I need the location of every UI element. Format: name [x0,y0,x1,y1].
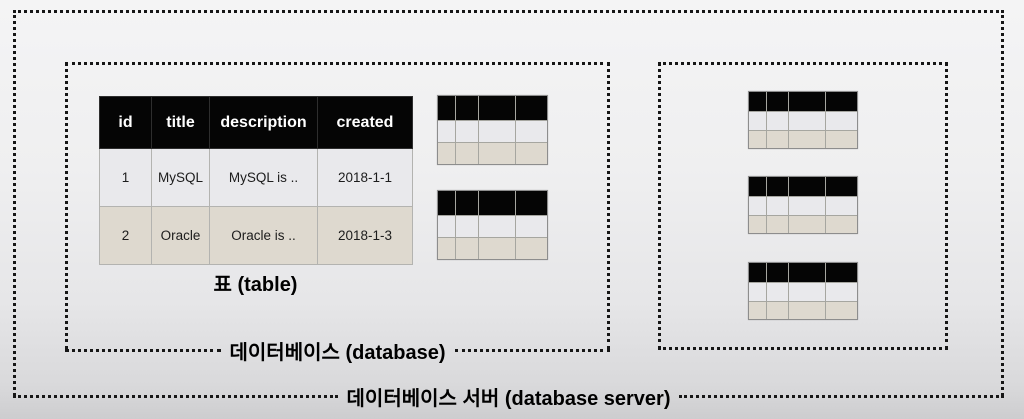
mini-table-cell [826,301,857,319]
mini-table-cell [478,215,515,237]
table-cell: 2 [99,206,152,265]
database-server-label: 데이터베이스 서버 (database server) [346,387,671,410]
mini-table-cell [767,301,789,319]
mini-table-cell [826,263,857,283]
mini-table-cell [515,191,547,215]
mini-table-cell [438,215,456,237]
mini-table-cell [767,177,789,197]
database-label: 데이터베이스 (database) [229,341,446,364]
mini-table-cell [767,112,789,130]
mini-table-cell [826,130,857,148]
mini-table-cell [789,263,826,283]
column-header-id: id [99,96,152,149]
mini-table-cell [515,237,547,259]
mini-table-cell [438,96,456,120]
database-box: 데이터베이스 (database) [65,62,610,364]
mini-table [748,176,858,234]
mini-table-cell [749,283,767,301]
mini-table-cell [438,237,456,259]
table-cell: 1 [99,148,152,207]
mini-table-cell [826,177,857,197]
mini-table-cell [749,263,767,283]
mini-table-cell [826,92,857,112]
mini-table-cell [749,215,767,233]
mini-table-cell [767,283,789,301]
mini-table-cell [826,215,857,233]
mini-table-cell [515,142,547,164]
mini-table-cell [478,191,515,215]
mini-table-cell [767,215,789,233]
mini-table-cell [749,301,767,319]
mini-table-cell [749,92,767,112]
mini-table-cell [789,215,826,233]
mini-table-cell [789,92,826,112]
mini-table [437,190,548,260]
table-cell: 2018-1-1 [317,148,413,207]
mini-table-cell [789,177,826,197]
mini-table-cell [515,96,547,120]
mini-table-cell [456,96,478,120]
mini-table-cell [826,283,857,301]
mini-table-cell [456,120,478,142]
column-header-title: title [151,96,210,149]
mini-table-cell [478,96,515,120]
mini-table-cell [749,130,767,148]
mini-table [748,91,858,149]
table-cell: Oracle [151,206,210,265]
mini-table-cell [749,197,767,215]
mini-table-cell [789,283,826,301]
mini-table-cell [438,191,456,215]
column-header-description: description [209,96,318,149]
table-cell: MySQL [151,148,210,207]
mini-table [748,262,858,320]
mini-table-cell [789,112,826,130]
table-cell: MySQL is .. [209,148,318,207]
table-cell: 2018-1-3 [317,206,413,265]
table-cell: Oracle is .. [209,206,318,265]
mini-table-cell [767,130,789,148]
mini-table-cell [789,301,826,319]
mini-table-cell [749,177,767,197]
mini-table-cell [478,237,515,259]
mini-table-cell [456,142,478,164]
mini-table-cell [789,197,826,215]
mini-table [437,95,548,165]
mini-table-cell [456,237,478,259]
column-header-created: created [317,96,413,149]
mini-table-cell [749,112,767,130]
mini-table-cell [438,142,456,164]
main-table: id title description created 1 MySQL MyS… [99,96,413,265]
main-table-header-row: id title description created [99,96,413,149]
mini-table-cell [767,263,789,283]
mini-table-cell [767,197,789,215]
table-caption: 표 (table) [213,274,298,296]
mini-table-cell [826,197,857,215]
mini-table-cell [826,112,857,130]
mini-table-cell [789,130,826,148]
mini-table-cell [478,142,515,164]
mini-table-cell [515,215,547,237]
database-label-row: 데이터베이스 (database) [65,336,610,364]
database-server-label-row: 데이터베이스 서버 (database server) [13,382,1004,410]
database-server-box: 데이터베이스 서버 (database server) [13,10,1004,410]
second-database-box [658,62,948,350]
table-row: 2 Oracle Oracle is .. 2018-1-3 [99,206,413,265]
mini-table-cell [456,215,478,237]
mini-table-cell [767,92,789,112]
mini-table-cell [438,120,456,142]
table-row: 1 MySQL MySQL is .. 2018-1-1 [99,148,413,207]
mini-table-cell [515,120,547,142]
mini-table-cell [456,191,478,215]
mini-table-cell [478,120,515,142]
